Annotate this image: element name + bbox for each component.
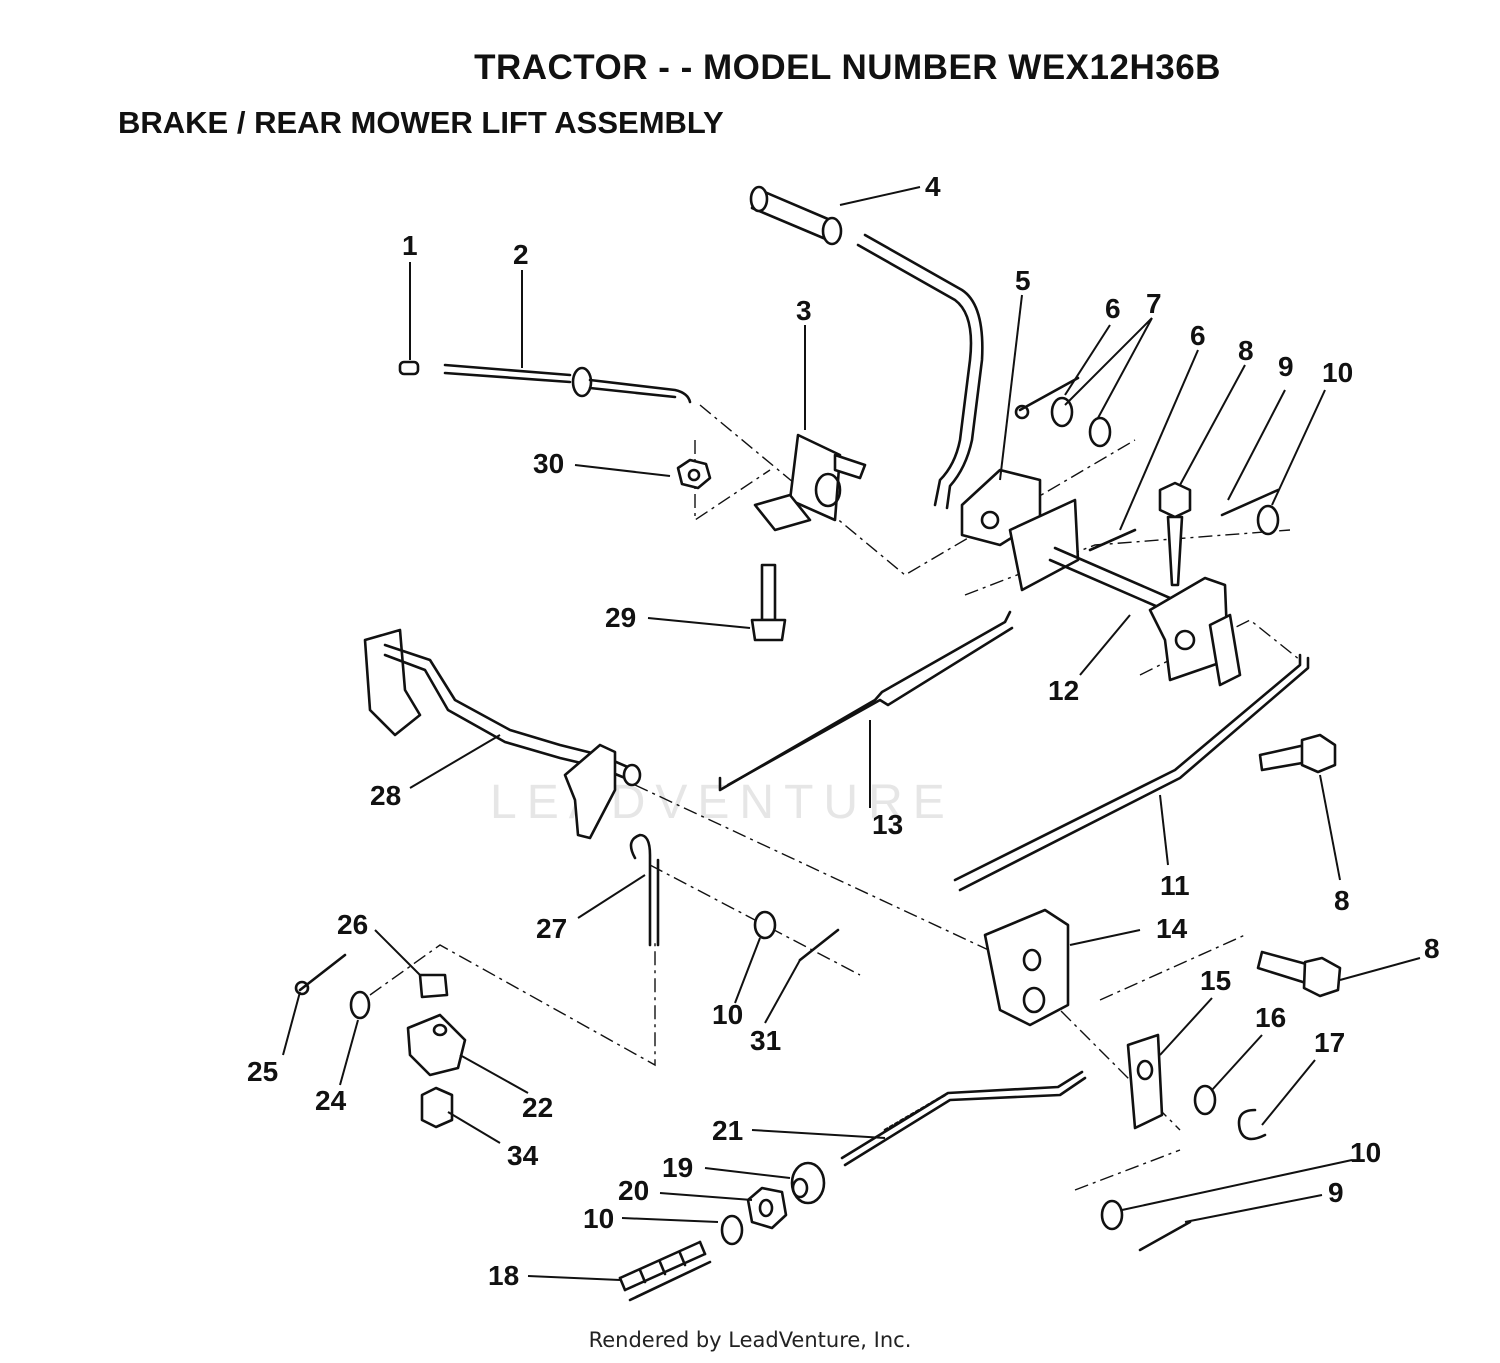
callout-14: 14 xyxy=(1156,913,1188,944)
callout-30: 30 xyxy=(533,448,564,479)
part-8-bolt-mid xyxy=(1258,733,1337,774)
callout-29: 29 xyxy=(605,602,636,633)
callout-8-mid: 8 xyxy=(1334,885,1350,916)
part-29-bolt xyxy=(750,563,787,642)
callout-9-low: 9 xyxy=(1328,1177,1344,1208)
footer-credit: Rendered by LeadVenture, Inc. xyxy=(588,1328,912,1352)
callout-8-top: 8 xyxy=(1238,335,1254,366)
part-3-bracket xyxy=(753,433,867,532)
callout-26: 26 xyxy=(337,909,368,940)
callout-16: 16 xyxy=(1255,1002,1286,1033)
part-30-nut xyxy=(676,458,712,490)
callout-6b: 6 xyxy=(1190,320,1206,351)
callout-10-lowright: 10 xyxy=(1350,1137,1381,1168)
part-12-shaft xyxy=(1008,498,1242,687)
callout-17: 17 xyxy=(1314,1027,1345,1058)
part-8-bolt-top xyxy=(1158,481,1192,587)
upper-hardware xyxy=(1014,376,1280,552)
callout-6a: 6 xyxy=(1105,293,1121,324)
part-14-bracket xyxy=(983,908,1070,1027)
callout-19: 19 xyxy=(662,1152,693,1183)
callout-11: 11 xyxy=(1160,870,1190,901)
callout-15: 15 xyxy=(1200,965,1231,996)
callout-28: 28 xyxy=(370,780,401,811)
diagram-title: TRACTOR - - MODEL NUMBER WEX12H36B xyxy=(474,48,1221,87)
part-8-bolt-low xyxy=(1256,950,1342,998)
callout-24: 24 xyxy=(315,1085,347,1116)
callout-labels: 1 2 3 4 5 6 6 7 8 8 8 9 9 10 10 10 10 11… xyxy=(247,171,1440,1291)
callout-10-top: 10 xyxy=(1322,357,1353,388)
lower-right-hardware xyxy=(1100,1084,1267,1252)
callout-20: 20 xyxy=(618,1175,649,1206)
part-5-lever xyxy=(856,233,1042,547)
callout-25: 25 xyxy=(247,1056,278,1087)
callout-10-mid: 10 xyxy=(712,999,743,1030)
lower-left-hardware xyxy=(294,910,840,1129)
callout-34: 34 xyxy=(507,1140,539,1171)
part-13-rod xyxy=(718,610,1014,792)
part-4-grip xyxy=(749,185,843,246)
part-15-plate xyxy=(1126,1033,1164,1130)
part-27-hook xyxy=(629,833,660,947)
callout-3: 3 xyxy=(796,295,812,326)
part-28-shaft xyxy=(363,628,642,840)
callout-22: 22 xyxy=(522,1092,553,1123)
part-21-rod xyxy=(840,1070,1087,1167)
part-2-rod xyxy=(443,363,692,404)
callout-1: 1 xyxy=(402,230,418,261)
watermark-text: LEADVENTURE xyxy=(490,776,955,829)
callout-9-top: 9 xyxy=(1278,351,1294,382)
callout-2: 2 xyxy=(513,239,529,270)
callout-18: 18 xyxy=(488,1260,519,1291)
callout-7: 7 xyxy=(1146,288,1162,319)
callout-31: 31 xyxy=(750,1025,781,1056)
parts-diagram: LEADVENTURE xyxy=(247,171,1440,1302)
callout-12: 12 xyxy=(1048,675,1079,706)
part-11-rod xyxy=(953,653,1310,892)
leader-lines xyxy=(282,186,1421,1281)
callout-27: 27 xyxy=(536,913,567,944)
callout-4: 4 xyxy=(925,171,941,202)
callout-8-low: 8 xyxy=(1424,933,1440,964)
callout-21: 21 xyxy=(712,1115,743,1146)
callout-5: 5 xyxy=(1015,265,1031,296)
callout-10-lowleft: 10 xyxy=(583,1203,614,1234)
diagram-subtitle: BRAKE / REAR MOWER LIFT ASSEMBLY xyxy=(118,105,724,140)
callout-13: 13 xyxy=(872,809,903,840)
spring-hardware xyxy=(618,1161,826,1302)
part-1-pin xyxy=(398,360,420,376)
